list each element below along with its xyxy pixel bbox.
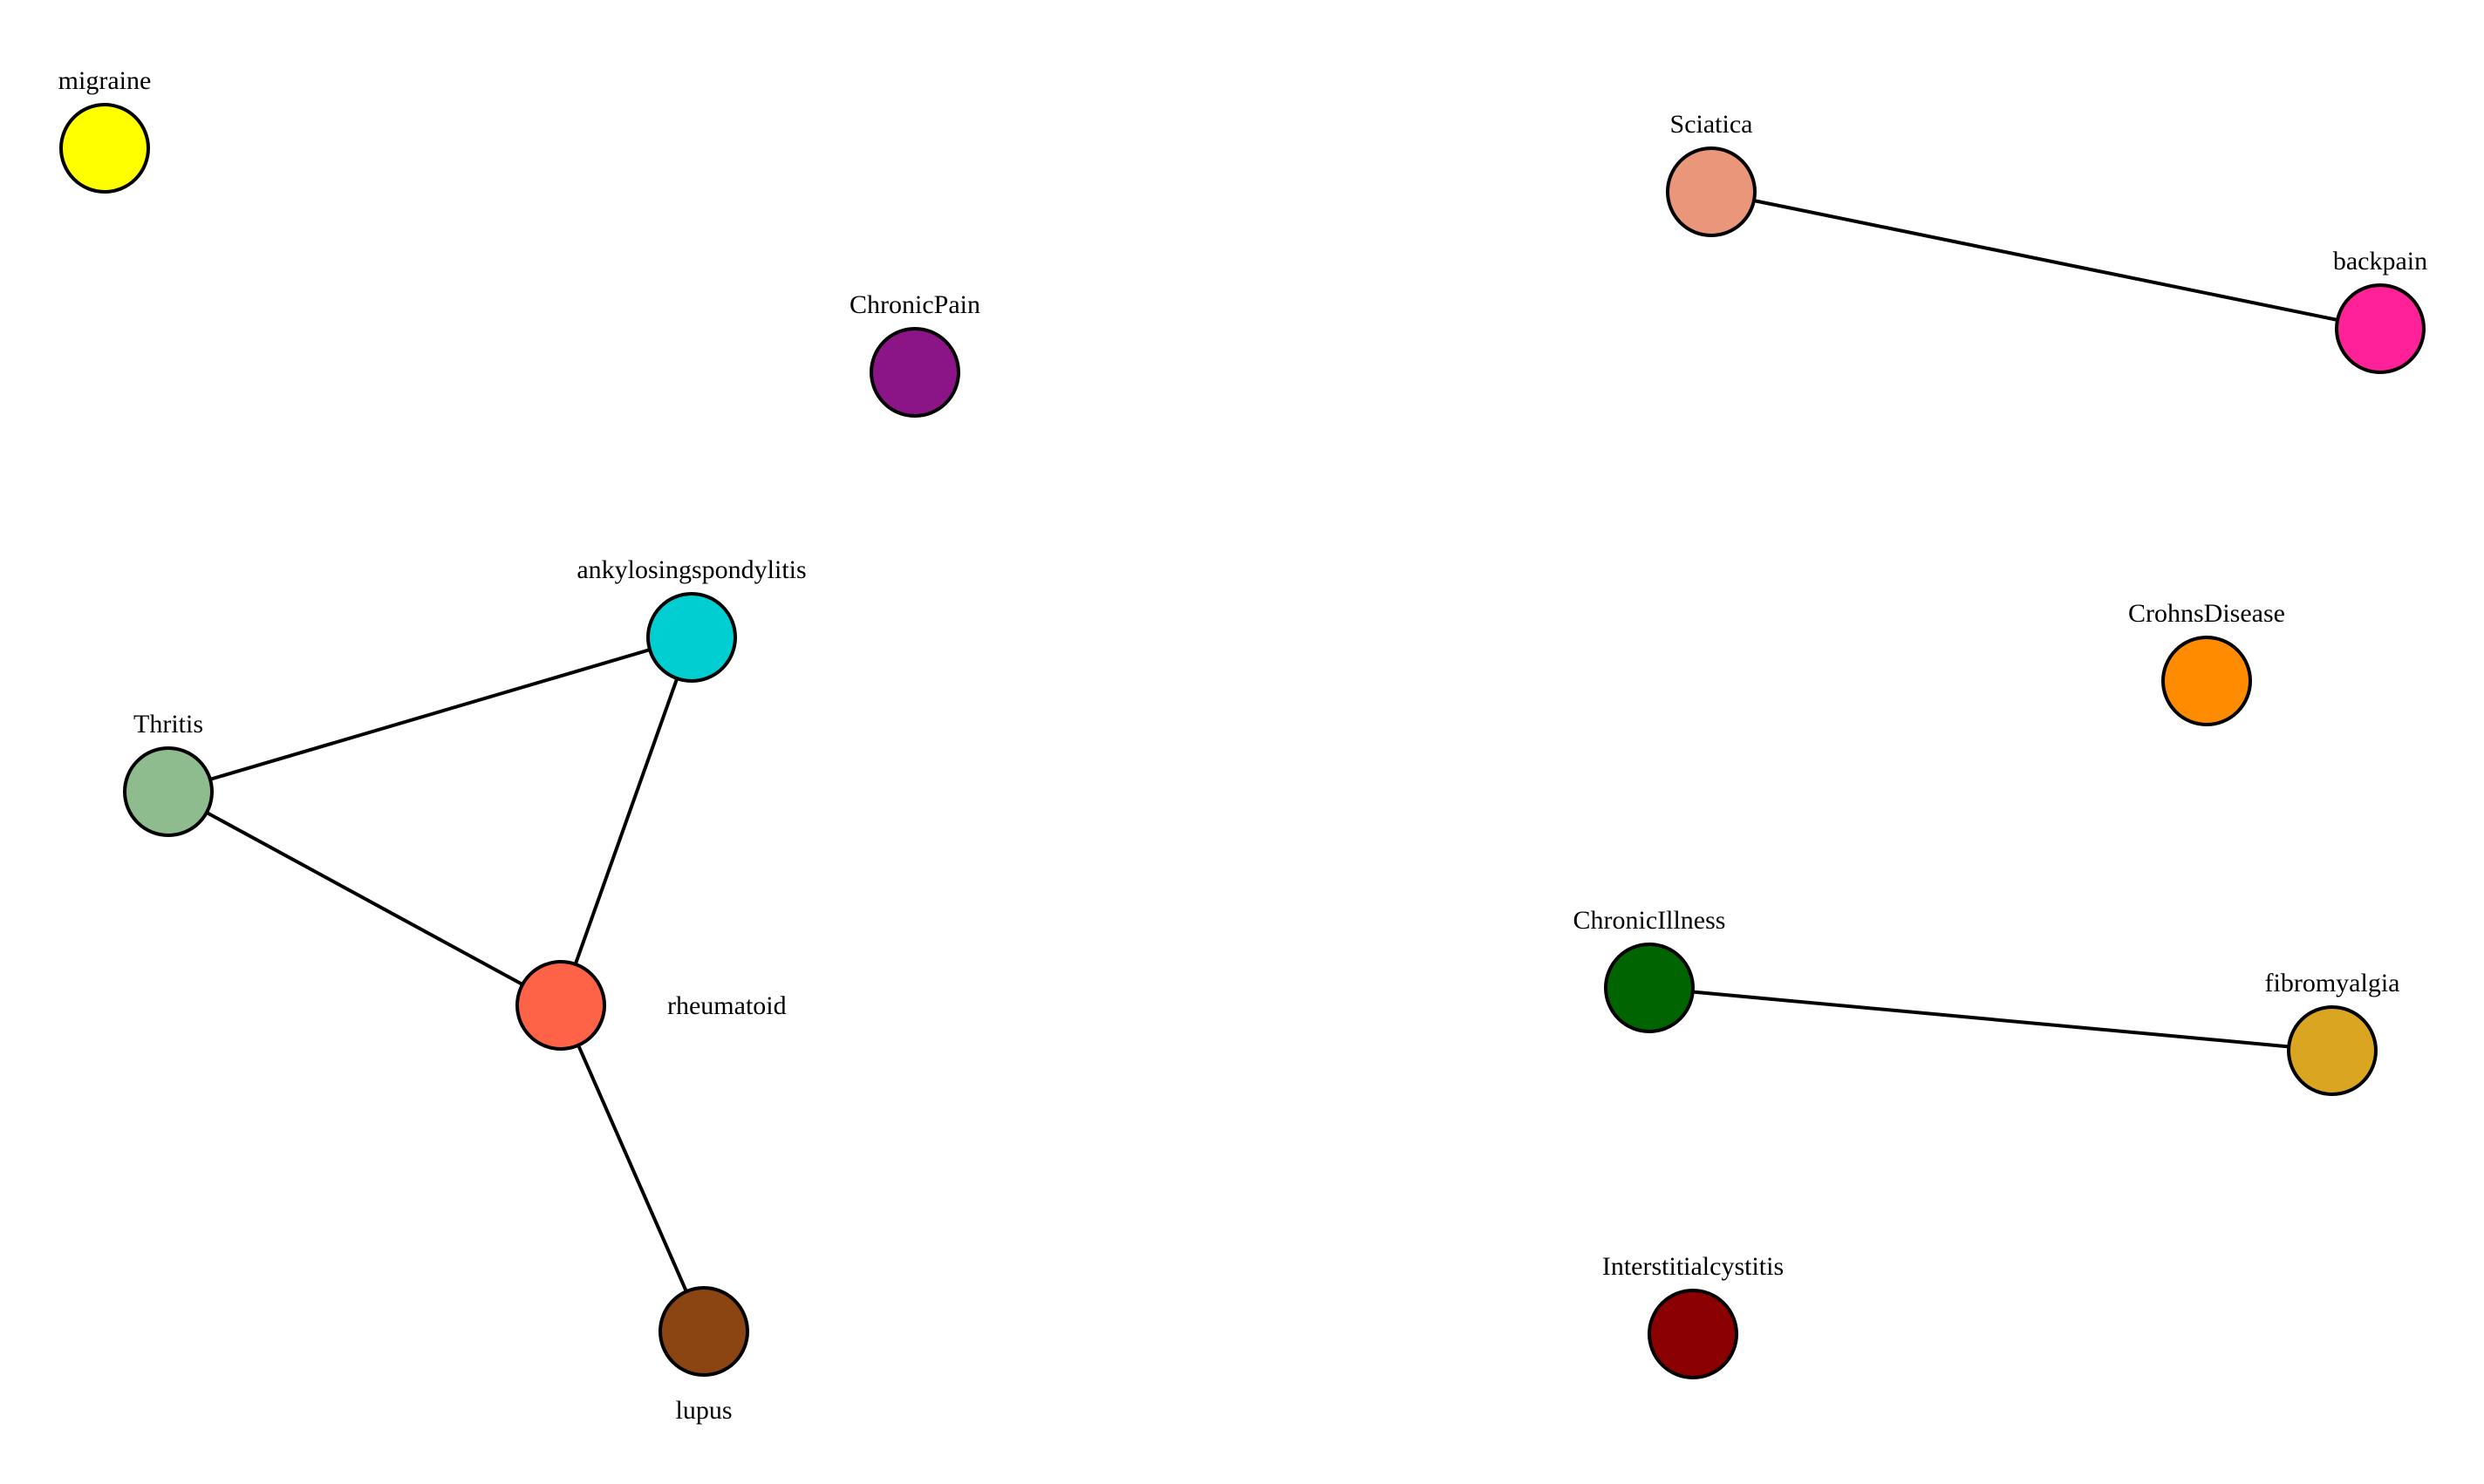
node-rheumatoid: rheumatoid xyxy=(515,960,787,1051)
node-circle-crohnsdisease xyxy=(2161,636,2252,726)
node-migraine: migraine xyxy=(58,66,152,194)
node-label-rheumatoid: rheumatoid xyxy=(667,991,787,1020)
node-label-migraine: migraine xyxy=(58,66,152,95)
node-label-backpain: backpain xyxy=(2333,247,2427,276)
edge-chronicillness-fibromyalgia xyxy=(1648,986,2333,1052)
node-lupus: lupus xyxy=(659,1286,749,1425)
edge-sciatica-backpain xyxy=(1710,190,2381,330)
node-label-crohnsdisease: CrohnsDisease xyxy=(2128,599,2285,628)
edges-layer xyxy=(167,190,2381,1332)
node-circle-migraine xyxy=(59,103,150,194)
edge-ankylosingspondylitis-rheumatoid xyxy=(559,636,693,1006)
node-thritis: Thritis xyxy=(123,710,214,837)
node-label-lupus: lupus xyxy=(675,1396,732,1425)
node-circle-chronicillness xyxy=(1604,943,1695,1033)
node-crohnsdisease: CrohnsDisease xyxy=(2128,599,2285,726)
node-circle-chronicpain xyxy=(870,327,960,418)
node-circle-backpain xyxy=(2335,283,2426,374)
node-label-thritis: Thritis xyxy=(133,710,203,739)
node-label-sciatica: Sciatica xyxy=(1670,110,1753,139)
node-ankylosingspondylitis: ankylosingspondylitis xyxy=(577,555,807,683)
node-label-interstitialcystitis: Interstitialcystitis xyxy=(1602,1252,1784,1281)
node-chronicpain: ChronicPain xyxy=(850,290,980,418)
node-circle-thritis xyxy=(123,746,214,837)
node-label-fibromyalgia: fibromyalgia xyxy=(2265,969,2400,997)
edge-thritis-ankylosingspondylitis xyxy=(167,636,693,793)
edge-rheumatoid-lupus xyxy=(559,1004,706,1332)
edge-thritis-rheumatoid xyxy=(167,790,562,1007)
node-interstitialcystitis: Interstitialcystitis xyxy=(1602,1252,1784,1379)
node-circle-ankylosingspondylitis xyxy=(646,592,737,683)
node-backpain: backpain xyxy=(2333,247,2427,374)
node-fibromyalgia: fibromyalgia xyxy=(2265,969,2400,1096)
node-circle-interstitialcystitis xyxy=(1648,1289,1738,1379)
node-label-chronicillness: ChronicIllness xyxy=(1573,906,1726,935)
node-circle-sciatica xyxy=(1666,146,1757,237)
node-sciatica: Sciatica xyxy=(1666,110,1757,237)
node-chronicillness: ChronicIllness xyxy=(1573,906,1726,1033)
node-label-ankylosingspondylitis: ankylosingspondylitis xyxy=(577,555,806,584)
node-circle-rheumatoid xyxy=(515,960,606,1051)
node-circle-fibromyalgia xyxy=(2287,1005,2378,1096)
node-label-chronicpain: ChronicPain xyxy=(850,290,980,319)
node-circle-lupus xyxy=(659,1286,749,1377)
